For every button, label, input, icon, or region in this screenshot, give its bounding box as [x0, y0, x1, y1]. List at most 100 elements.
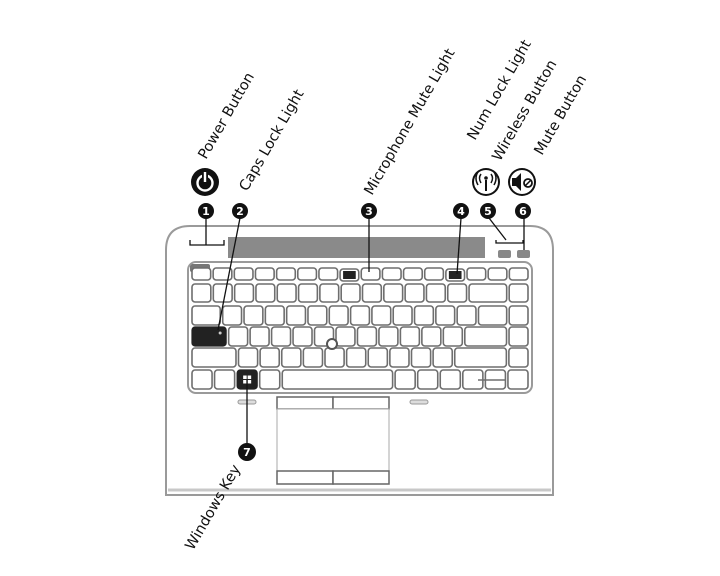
touchpad[interactable] — [276, 396, 390, 485]
key[interactable] — [410, 347, 432, 368]
key[interactable] — [335, 326, 356, 347]
key[interactable] — [302, 347, 324, 368]
key[interactable] — [508, 305, 529, 326]
key[interactable] — [212, 283, 233, 303]
key[interactable] — [487, 267, 508, 281]
key[interactable] — [508, 347, 529, 368]
key[interactable] — [191, 305, 222, 326]
keyboard — [191, 267, 529, 390]
key[interactable] — [389, 347, 410, 368]
key[interactable] — [456, 305, 477, 326]
power-icon — [191, 168, 219, 196]
key[interactable] — [281, 369, 394, 390]
key[interactable] — [297, 283, 319, 303]
key[interactable] — [446, 283, 468, 303]
speaker-mute-icon — [508, 168, 536, 196]
caps-lock-light — [218, 331, 222, 335]
key[interactable] — [442, 326, 464, 347]
key[interactable] — [276, 283, 297, 303]
leader-lines — [189, 217, 525, 445]
pointing-stick[interactable] — [326, 338, 338, 350]
key[interactable] — [318, 267, 339, 281]
svg-text:1: 1 — [202, 205, 210, 218]
key[interactable] — [361, 283, 383, 303]
callout-3: 3 — [361, 203, 377, 219]
key[interactable] — [221, 305, 243, 326]
key[interactable] — [371, 305, 392, 326]
key[interactable] — [237, 347, 259, 368]
key[interactable] — [191, 283, 212, 303]
touchpad-surface[interactable] — [276, 408, 390, 472]
callout-5: 5 — [480, 203, 496, 219]
key[interactable] — [508, 283, 529, 303]
touchpad-top-right-button[interactable] — [332, 396, 390, 410]
key[interactable] — [399, 326, 421, 347]
mute-button[interactable] — [517, 250, 530, 258]
key[interactable] — [258, 369, 281, 390]
key[interactable] — [453, 347, 508, 368]
caps-lock-key[interactable] — [191, 326, 227, 347]
key[interactable] — [432, 347, 454, 368]
key[interactable] — [259, 347, 281, 368]
key[interactable] — [264, 305, 285, 326]
key[interactable] — [367, 347, 389, 368]
key[interactable] — [191, 347, 237, 368]
touchpad-bottom-left-button[interactable] — [276, 470, 334, 485]
key[interactable] — [233, 283, 255, 303]
callout-1: 1 — [198, 203, 214, 219]
key[interactable] — [254, 267, 275, 281]
key[interactable] — [270, 326, 292, 347]
key[interactable] — [466, 267, 487, 281]
key[interactable] — [249, 326, 270, 347]
key[interactable] — [378, 326, 399, 347]
key[interactable] — [227, 326, 249, 347]
key[interactable] — [439, 369, 462, 390]
key[interactable] — [394, 369, 416, 390]
wireless-button[interactable] — [498, 250, 511, 258]
key[interactable] — [435, 305, 456, 326]
key[interactable] — [508, 267, 529, 281]
key[interactable] — [328, 305, 349, 326]
key[interactable] — [212, 267, 233, 281]
key[interactable] — [191, 369, 213, 390]
key[interactable] — [191, 267, 212, 281]
key[interactable] — [356, 326, 378, 347]
key[interactable] — [243, 305, 264, 326]
key[interactable] — [402, 267, 424, 281]
key[interactable] — [340, 283, 361, 303]
key[interactable] — [413, 305, 435, 326]
key[interactable] — [213, 369, 236, 390]
key[interactable] — [383, 283, 404, 303]
key[interactable] — [425, 283, 447, 303]
key[interactable] — [255, 283, 276, 303]
key[interactable] — [508, 326, 529, 347]
key[interactable] — [477, 305, 508, 326]
key[interactable] — [345, 347, 367, 368]
key[interactable] — [233, 267, 254, 281]
key[interactable] — [421, 326, 442, 347]
key[interactable] — [416, 369, 439, 390]
key[interactable] — [349, 305, 371, 326]
key[interactable] — [381, 267, 402, 281]
key[interactable] — [296, 267, 318, 281]
microphone-mute-light — [343, 271, 356, 279]
key[interactable] — [360, 267, 381, 281]
key[interactable] — [285, 305, 307, 326]
key[interactable] — [423, 267, 445, 281]
key[interactable] — [280, 347, 302, 368]
key[interactable] — [324, 347, 345, 368]
key[interactable] — [307, 305, 328, 326]
key[interactable] — [468, 283, 508, 303]
touchpad-top-left-button[interactable] — [276, 396, 334, 410]
key[interactable] — [404, 283, 425, 303]
base-outline — [165, 225, 554, 496]
key[interactable] — [392, 305, 413, 326]
touchpad-bottom-right-button[interactable] — [332, 470, 390, 485]
key[interactable] — [507, 369, 529, 390]
key[interactable] — [463, 326, 508, 347]
key[interactable] — [319, 283, 340, 303]
label-microphone-mute-light: Microphone Mute Light — [362, 46, 459, 198]
key[interactable] — [275, 267, 297, 281]
key[interactable] — [292, 326, 313, 347]
